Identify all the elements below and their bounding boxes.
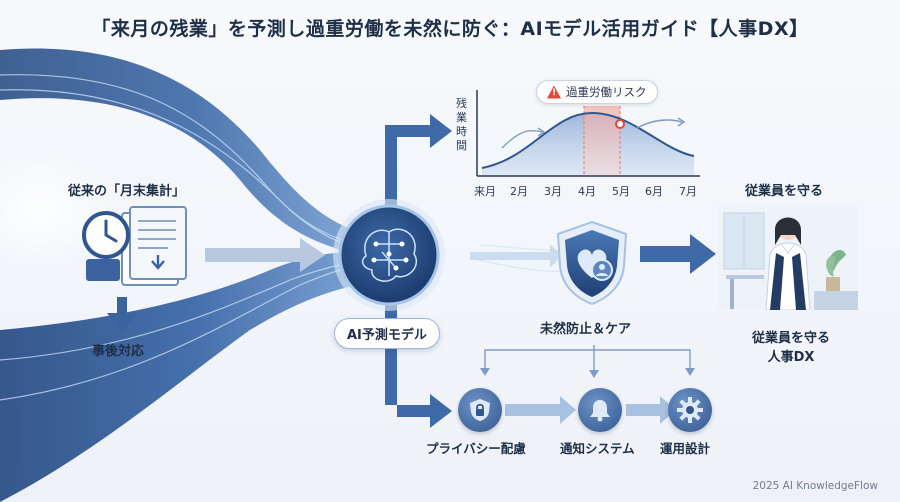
risk-badge: ! 過重労働リスク xyxy=(536,80,658,104)
risk-badge-label: 過重労働リスク xyxy=(566,85,647,99)
month-tick: 4月 xyxy=(578,185,596,198)
month-tick: 7月 xyxy=(679,185,697,198)
month-tick: 3月 xyxy=(544,185,562,198)
page-title: 「来月の残業」を予測し過重労働を未然に防ぐ：AIモデル活用ガイド【人事DX】 xyxy=(91,18,809,40)
y-label-char: 業 xyxy=(456,111,467,124)
employee-illustration xyxy=(718,205,858,310)
month-tick: 5月 xyxy=(612,185,630,198)
brain-icon xyxy=(333,199,445,311)
hr-dx-label: 従業員を守る 人事DX xyxy=(741,327,841,365)
step-label: 通知システム xyxy=(560,441,635,456)
forecast-curve xyxy=(476,90,700,177)
y-label-char: 間 xyxy=(456,139,467,152)
hr-dx-line1: 従業員を守る xyxy=(751,331,830,346)
traditional-heading: 従来の「月末集計」 xyxy=(68,184,186,199)
month-tick: 2月 xyxy=(510,185,528,198)
lock-icon xyxy=(458,388,502,432)
prevention-label: 未然防止＆ケア xyxy=(540,322,632,337)
hr-dx-line2: 人事DX xyxy=(767,350,815,365)
shield-heart-icon xyxy=(556,220,628,306)
y-label-char: 残 xyxy=(456,97,467,110)
month-tick: 6月 xyxy=(645,185,663,198)
step-label: プライバシー配慮 xyxy=(426,441,526,456)
document-clock-icon xyxy=(82,206,187,286)
month-tick: 来月 xyxy=(474,185,496,198)
ai-model-label: AI予測モデル xyxy=(334,318,440,349)
step-label: 運用設計 xyxy=(660,441,711,456)
gear-icon xyxy=(668,388,712,432)
bell-icon xyxy=(578,388,622,432)
footer-credit: 2025 AI KnowledgeFlow xyxy=(752,480,878,492)
y-label-char: 時 xyxy=(456,125,467,138)
outcome-label: 事後対応 xyxy=(92,344,145,359)
warning-icon: ! xyxy=(547,85,561,99)
protect-heading: 従業員を守る xyxy=(745,184,824,199)
